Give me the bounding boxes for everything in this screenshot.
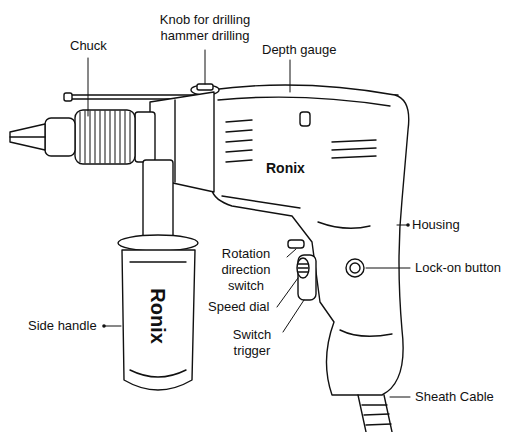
part-label: Speed dial: [208, 299, 269, 315]
brand-logo: Ronix: [266, 160, 305, 176]
part-label: Switch trigger: [219, 327, 285, 359]
part-label: Chuck: [70, 38, 107, 54]
brand-logo: Ronix: [147, 288, 169, 344]
part-label: Housing: [412, 217, 460, 233]
part-label: Rotation direction switch: [206, 246, 286, 294]
part-label: Side handle: [28, 318, 97, 334]
part-label: Depth gauge: [262, 42, 336, 58]
part-label: Lock-on button: [415, 260, 501, 276]
part-label: Sheath Cable: [415, 389, 494, 405]
part-label: Knob for drilling hammer drilling: [143, 12, 267, 44]
